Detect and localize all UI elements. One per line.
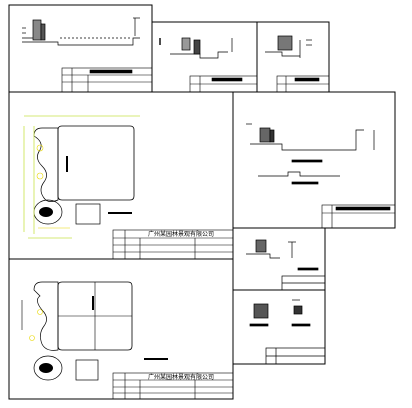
company-name-middle-left: 广州某园林景观有限公司 — [148, 230, 214, 238]
detail-drawing-bottom-right-b — [249, 299, 326, 365]
title-block-middle-right — [321, 204, 396, 229]
detail-drawing-top-middle — [159, 37, 233, 59]
title-block-top-middle — [189, 75, 258, 93]
title-block-top-left — [61, 67, 153, 93]
pool-plan-lower — [21, 281, 168, 381]
detail-drawing-top-right — [265, 35, 312, 58]
company-name-bottom-left: 广州某园林景观有限公司 — [148, 373, 214, 381]
sheet-frames — [8, 4, 396, 400]
pool-plan-upper — [23, 115, 140, 239]
title-block-top-right — [276, 75, 330, 93]
section-drawing-middle-right — [246, 123, 375, 185]
section-drawing-top-left — [22, 17, 140, 46]
title-block-middle-left — [112, 229, 234, 260]
title-block-bottom-left — [112, 372, 234, 400]
detail-drawing-bottom-right-a — [246, 239, 326, 291]
